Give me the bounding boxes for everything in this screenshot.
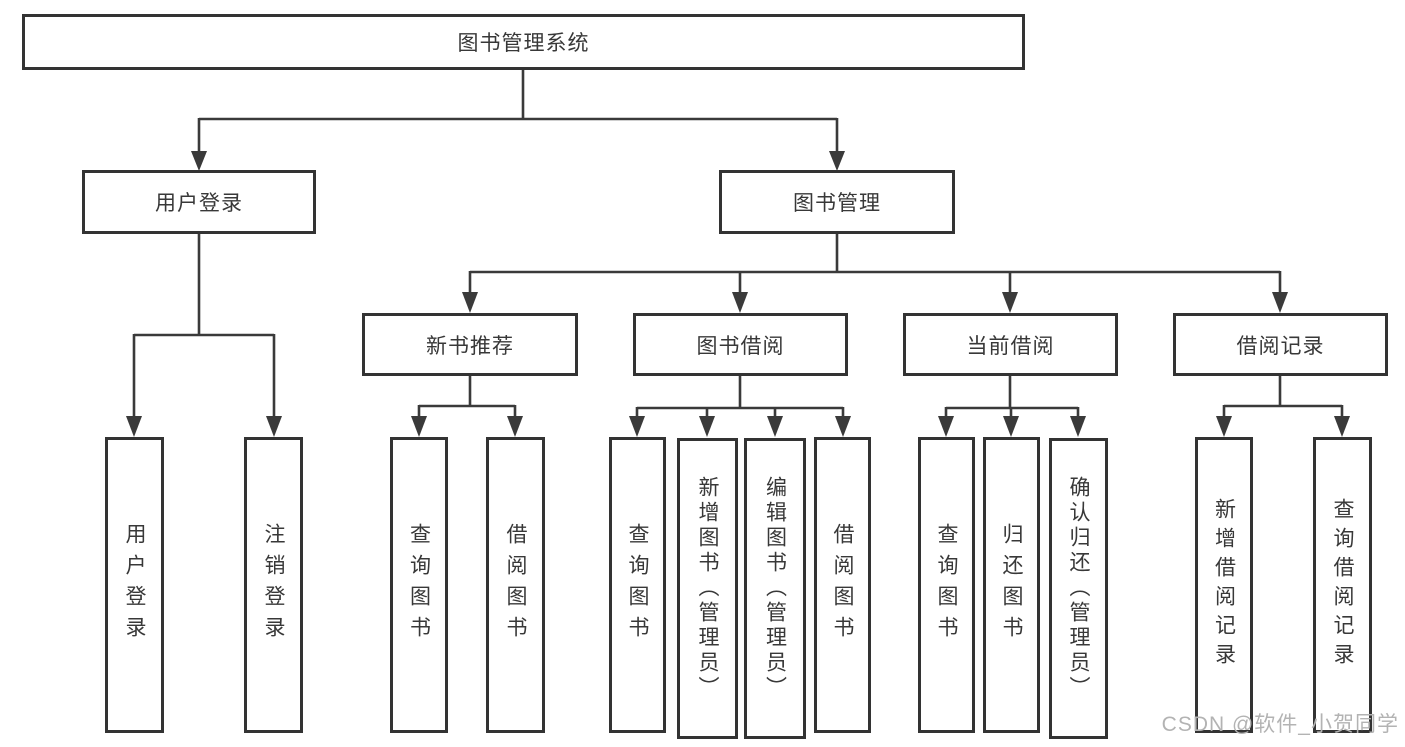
- node-borrowing-records-label: 借阅记录: [1236, 334, 1325, 358]
- node-leaf-bb-borrow-books: 借阅图书: [814, 437, 871, 733]
- node-leaf-user-login-label: 用户登录: [123, 523, 146, 647]
- node-leaf-logout-label: 注销登录: [262, 523, 285, 647]
- node-leaf-bb-add-books-admin: 新增图书（管理员）: [677, 438, 738, 739]
- node-leaf-cb-return-books: 归还图书: [983, 437, 1040, 733]
- node-new-book-recommend-label: 新书推荐: [426, 334, 514, 358]
- node-leaf-bb-query-books-label: 查询图书: [626, 523, 649, 647]
- node-leaf-nb-borrow-books-label: 借阅图书: [504, 523, 527, 647]
- node-leaf-nb-query-books-label: 查询图书: [407, 523, 431, 647]
- node-leaf-cb-query-books: 查询图书: [918, 437, 975, 733]
- node-book-management-label: 图书管理: [793, 192, 881, 215]
- node-leaf-bb-edit-books-admin-label: 编辑图书（管理员）: [763, 476, 787, 701]
- node-new-book-recommend: 新书推荐: [362, 313, 578, 376]
- node-leaf-br-add-record-label: 新增借阅记录: [1212, 498, 1236, 672]
- node-leaf-bb-borrow-books-label: 借阅图书: [831, 523, 854, 647]
- node-book-borrowing-label: 图书借阅: [696, 334, 785, 358]
- node-book-borrowing: 图书借阅: [633, 313, 848, 376]
- node-leaf-cb-confirm-return-admin: 确认归还（管理员）: [1049, 438, 1108, 739]
- node-borrowing-records: 借阅记录: [1173, 313, 1388, 376]
- node-leaf-bb-query-books: 查询图书: [609, 437, 666, 733]
- node-user-login-group-label: 用户登录: [155, 192, 243, 215]
- node-current-borrowing-label: 当前借阅: [966, 334, 1055, 358]
- node-root-system-label: 图书管理系统: [457, 32, 590, 55]
- node-user-login-group: 用户登录: [82, 170, 316, 234]
- node-leaf-cb-query-books-label: 查询图书: [935, 523, 958, 647]
- node-leaf-br-add-record: 新增借阅记录: [1195, 437, 1253, 733]
- node-leaf-user-login: 用户登录: [105, 437, 164, 733]
- node-leaf-nb-query-books: 查询图书: [390, 437, 448, 733]
- node-root-system: 图书管理系统: [22, 14, 1025, 70]
- node-leaf-cb-return-books-label: 归还图书: [1000, 523, 1023, 647]
- csdn-watermark: CSDN @软件_小贺同学: [1161, 713, 1399, 736]
- node-current-borrowing: 当前借阅: [903, 313, 1118, 376]
- node-leaf-bb-edit-books-admin: 编辑图书（管理员）: [744, 438, 806, 739]
- node-leaf-br-query-record: 查询借阅记录: [1313, 437, 1372, 733]
- node-book-management: 图书管理: [719, 170, 955, 234]
- node-leaf-br-query-record-label: 查询借阅记录: [1331, 498, 1354, 672]
- node-leaf-nb-borrow-books: 借阅图书: [486, 437, 545, 733]
- node-leaf-logout: 注销登录: [244, 437, 303, 733]
- node-leaf-cb-confirm-return-admin-label: 确认归还（管理员）: [1067, 476, 1090, 701]
- node-leaf-bb-add-books-admin-label: 新增图书（管理员）: [696, 476, 719, 701]
